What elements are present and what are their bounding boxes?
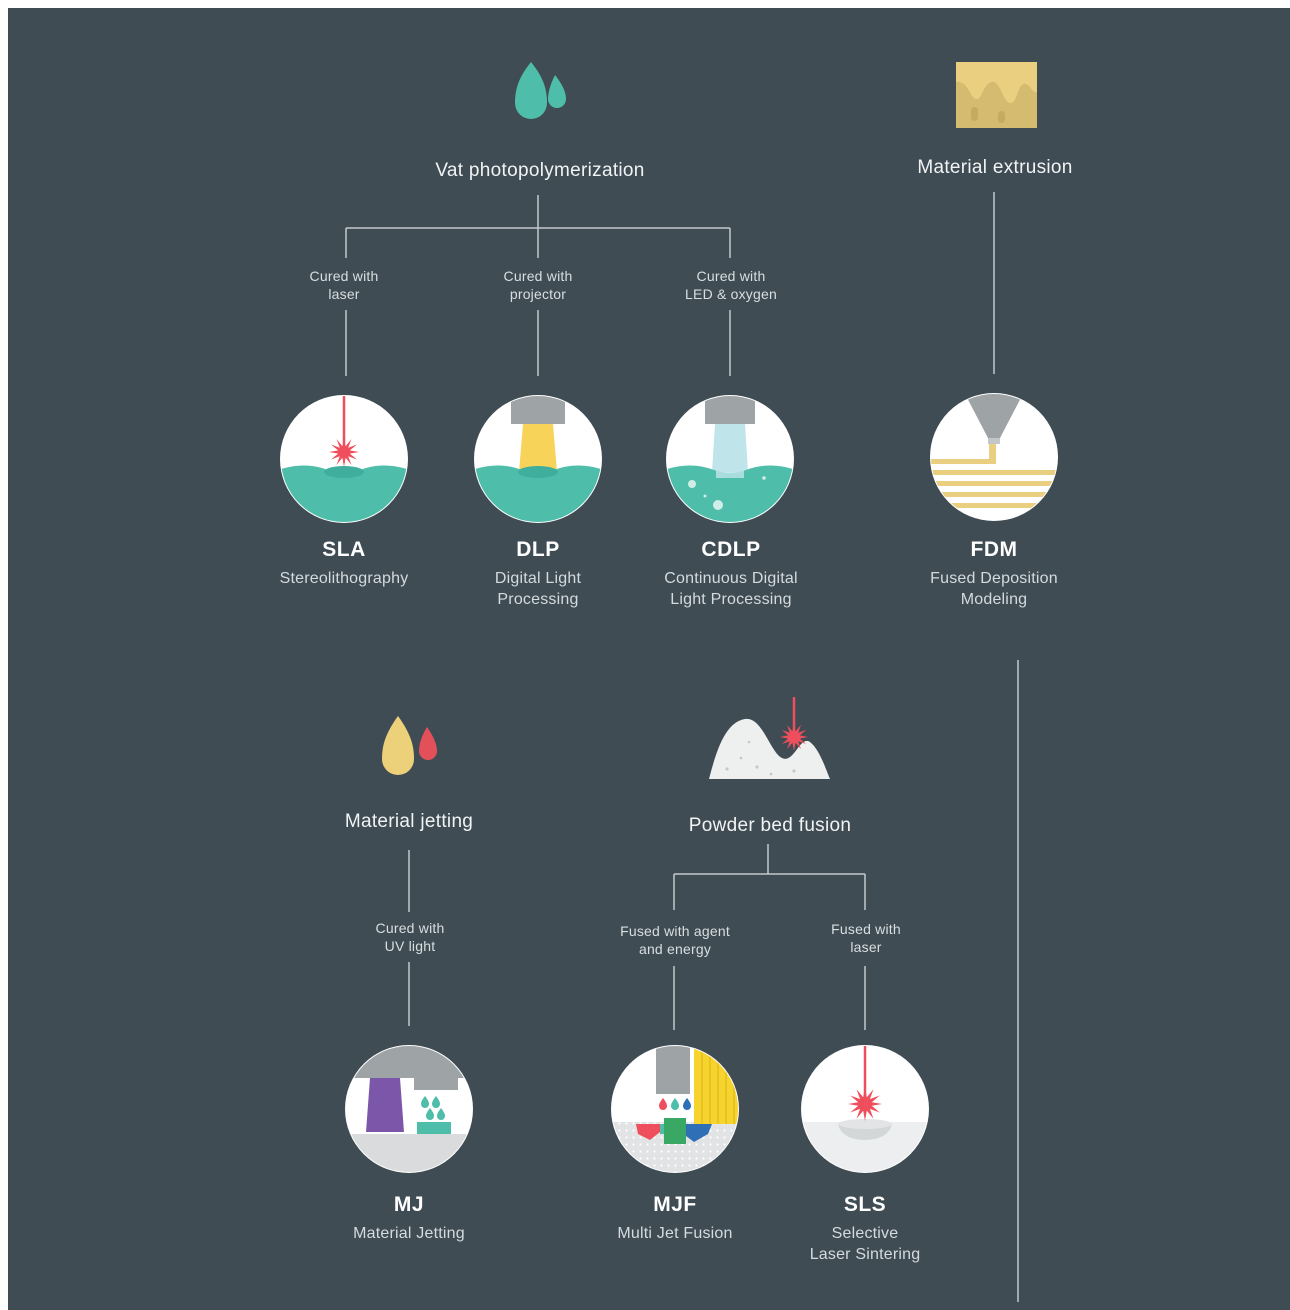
condition-sls-line2: laser [850, 939, 882, 955]
tech-sls-label: SLS Selective Laser Sintering [810, 1193, 921, 1265]
category-material-extrusion: Material extrusion [917, 157, 1073, 178]
tech-mj-label: MJ Material Jetting [353, 1193, 465, 1244]
jetting-drops-icon [382, 716, 437, 775]
condition-dlp-line2: projector [509, 286, 567, 302]
tech-dlp-name-line1: Digital Light [494, 570, 582, 587]
condition-mjf-line1: Fused with agent [620, 923, 730, 939]
tech-sla-name-line1: Stereolithography [279, 570, 409, 587]
tech-dlp-label: DLP Digital Light Processing [495, 538, 581, 610]
condition-sla-line1: Cured with [309, 268, 379, 284]
condition-sls: Fused with laser [831, 920, 901, 956]
category-powder-bed-fusion: Powder bed fusion [688, 815, 852, 836]
tech-cdlp-label: CDLP Continuous Digital Light Processing [664, 538, 797, 610]
category-vat-photopolymerization: Vat photopolymerization [435, 160, 645, 181]
tech-cdlp-name-line2: Light Processing [670, 591, 792, 608]
tech-fdm-label: FDM Fused Deposition Modeling [930, 538, 1058, 610]
tech-mj-name-line1: Material Jetting [353, 1225, 465, 1242]
tech-mjf-label: MJF Multi Jet Fusion [617, 1193, 732, 1244]
condition-dlp: Cured with projector [504, 267, 573, 303]
tech-cdlp-name-line1: Continuous Digital [664, 570, 798, 587]
tech-mjf-abbr: MJF [653, 1193, 697, 1216]
fdm-nozzle-icon [930, 393, 1058, 521]
condition-cdlp-line1: Cured with [696, 268, 766, 284]
cdlp-continuous-vat-icon [666, 395, 794, 523]
condition-mj-line2: UV light [384, 938, 436, 954]
tech-fdm-abbr: FDM [970, 538, 1018, 561]
mjf-agent-icon [611, 1045, 739, 1173]
powder-laser-icon [709, 697, 830, 779]
condition-dlp-line1: Cured with [503, 268, 573, 284]
resin-drops-icon [515, 62, 566, 119]
tech-cdlp-abbr: CDLP [701, 538, 761, 561]
tech-sls-name-line1: Selective [831, 1225, 899, 1242]
condition-mjf: Fused with agent and energy [620, 922, 730, 958]
melting-filament-icon [956, 62, 1037, 128]
tech-fdm-name-line2: Modeling [960, 591, 1028, 608]
condition-mjf-line2: and energy [638, 941, 712, 957]
sls-laser-powder-icon [801, 1045, 929, 1173]
connector-lines [345, 192, 1019, 1302]
condition-sla: Cured with laser [310, 267, 379, 303]
condition-cdlp: Cured with LED & oxygen [685, 267, 777, 303]
condition-mj: Cured with UV light [376, 919, 445, 955]
category-material-jetting: Material jetting [344, 811, 474, 832]
tech-fdm-name-line1: Fused Deposition [930, 570, 1058, 587]
sla-laser-vat-icon [280, 395, 408, 523]
condition-cdlp-line2: LED & oxygen [685, 286, 777, 302]
mj-printhead-icon [345, 1045, 473, 1173]
tech-sls-abbr: SLS [843, 1193, 887, 1216]
tech-sla-label: SLA Stereolithography [280, 538, 409, 589]
condition-sls-line1: Fused with [831, 921, 901, 937]
tech-dlp-name-line2: Processing [497, 591, 579, 608]
tech-sla-abbr: SLA [322, 538, 366, 561]
tech-mj-abbr: MJ [393, 1193, 425, 1216]
dlp-projector-vat-icon [474, 395, 602, 523]
condition-mj-line1: Cured with [375, 920, 445, 936]
tech-dlp-abbr: DLP [516, 538, 560, 561]
tech-mjf-name-line1: Multi Jet Fusion [617, 1225, 733, 1242]
condition-sla-line2: laser [328, 286, 360, 302]
tech-sls-name-line2: Laser Sintering [809, 1246, 921, 1263]
